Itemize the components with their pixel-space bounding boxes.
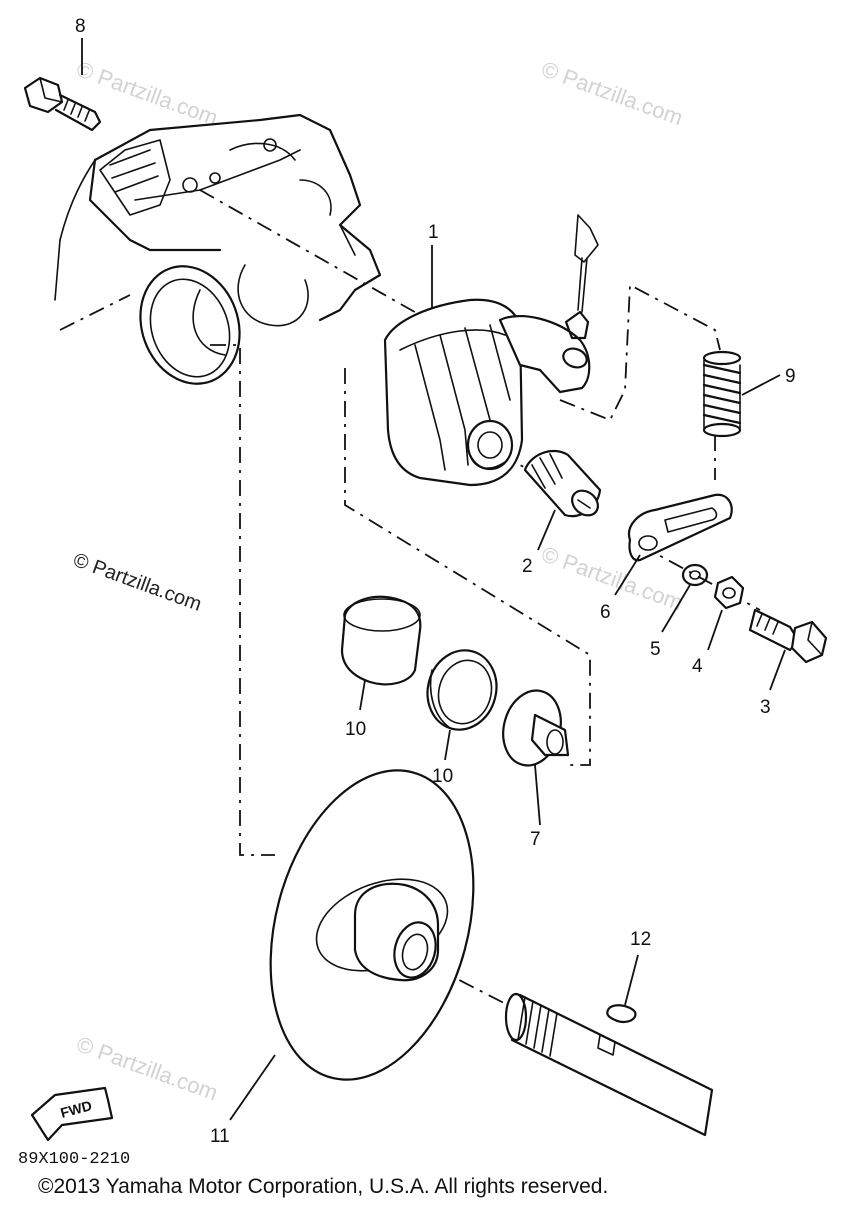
housing-part-1	[383, 298, 591, 487]
spring-part-9	[702, 350, 742, 438]
key-part-12	[606, 1004, 637, 1024]
ring-part-10-b	[426, 649, 498, 731]
callout-8: 8	[75, 16, 86, 37]
callout-12: 12	[630, 929, 651, 950]
bolt-part-3	[748, 608, 828, 664]
shaft-part-7	[502, 689, 570, 767]
front-arrow-label: FWD	[59, 1097, 94, 1121]
cap-part-10-a	[340, 595, 422, 686]
callout-1: 1	[428, 222, 439, 243]
plate-part-6	[627, 493, 733, 562]
callout-leaders	[81, 38, 786, 1121]
bolt-part-8	[23, 76, 102, 132]
watermark-1: © Partzilla.com	[73, 56, 221, 130]
watermark-2: © Partzilla.com	[538, 56, 686, 130]
screw-part-2	[523, 449, 602, 518]
callout-7: 7	[530, 829, 541, 850]
sheave-part-11	[269, 769, 475, 1081]
callout-labels: 8 1 2 3 4 5 6 7 9 10 10 11 12	[75, 16, 796, 1147]
callout-5: 5	[650, 639, 661, 660]
drawing-code: 89X100-2210	[18, 1150, 130, 1169]
washer-part-5	[681, 563, 709, 587]
engine-case	[54, 113, 382, 385]
callout-2: 2	[522, 556, 533, 577]
callout-6: 6	[600, 602, 611, 623]
callout-11: 11	[210, 1126, 230, 1147]
front-direction-arrow: FWD	[30, 1086, 114, 1142]
splined-shaft	[504, 992, 714, 1137]
watermark-left: © Partzilla.com	[70, 549, 204, 616]
callout-3: 3	[760, 697, 771, 718]
callout-10-a: 10	[345, 719, 366, 740]
callout-9: 9	[785, 366, 796, 387]
cable-end	[564, 214, 599, 340]
callout-10-b: 10	[432, 766, 453, 787]
copyright-notice: ©2013 Yamaha Motor Corporation, U.S.A. A…	[38, 1175, 608, 1198]
nut-part-4	[713, 575, 745, 610]
watermark-3: © Partzilla.com	[538, 541, 686, 615]
callout-4: 4	[692, 656, 703, 677]
